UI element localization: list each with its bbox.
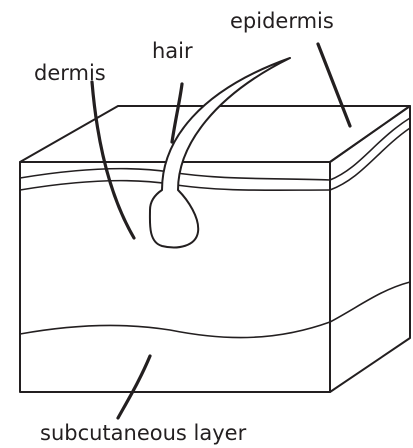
epidermis-line-side-1 — [330, 118, 410, 180]
boundary-line-side — [330, 282, 410, 322]
boundary-line-front — [20, 322, 330, 338]
subcutaneous-leader — [118, 356, 150, 418]
label-epidermis: epidermis — [230, 9, 334, 33]
epidermis-line-side-2 — [330, 128, 410, 190]
label-subcutaneous-layer: subcutaneous layer — [40, 421, 247, 445]
hair-structure — [150, 58, 290, 247]
skin-side-face — [330, 106, 410, 392]
skin-block — [20, 106, 410, 392]
hair-shaft — [150, 58, 290, 247]
subcutaneous-boundary — [20, 282, 410, 338]
label-hair: hair — [152, 39, 193, 63]
skin-top-face — [20, 106, 410, 162]
epidermis-leader — [318, 44, 350, 126]
label-dermis: dermis — [34, 61, 106, 85]
